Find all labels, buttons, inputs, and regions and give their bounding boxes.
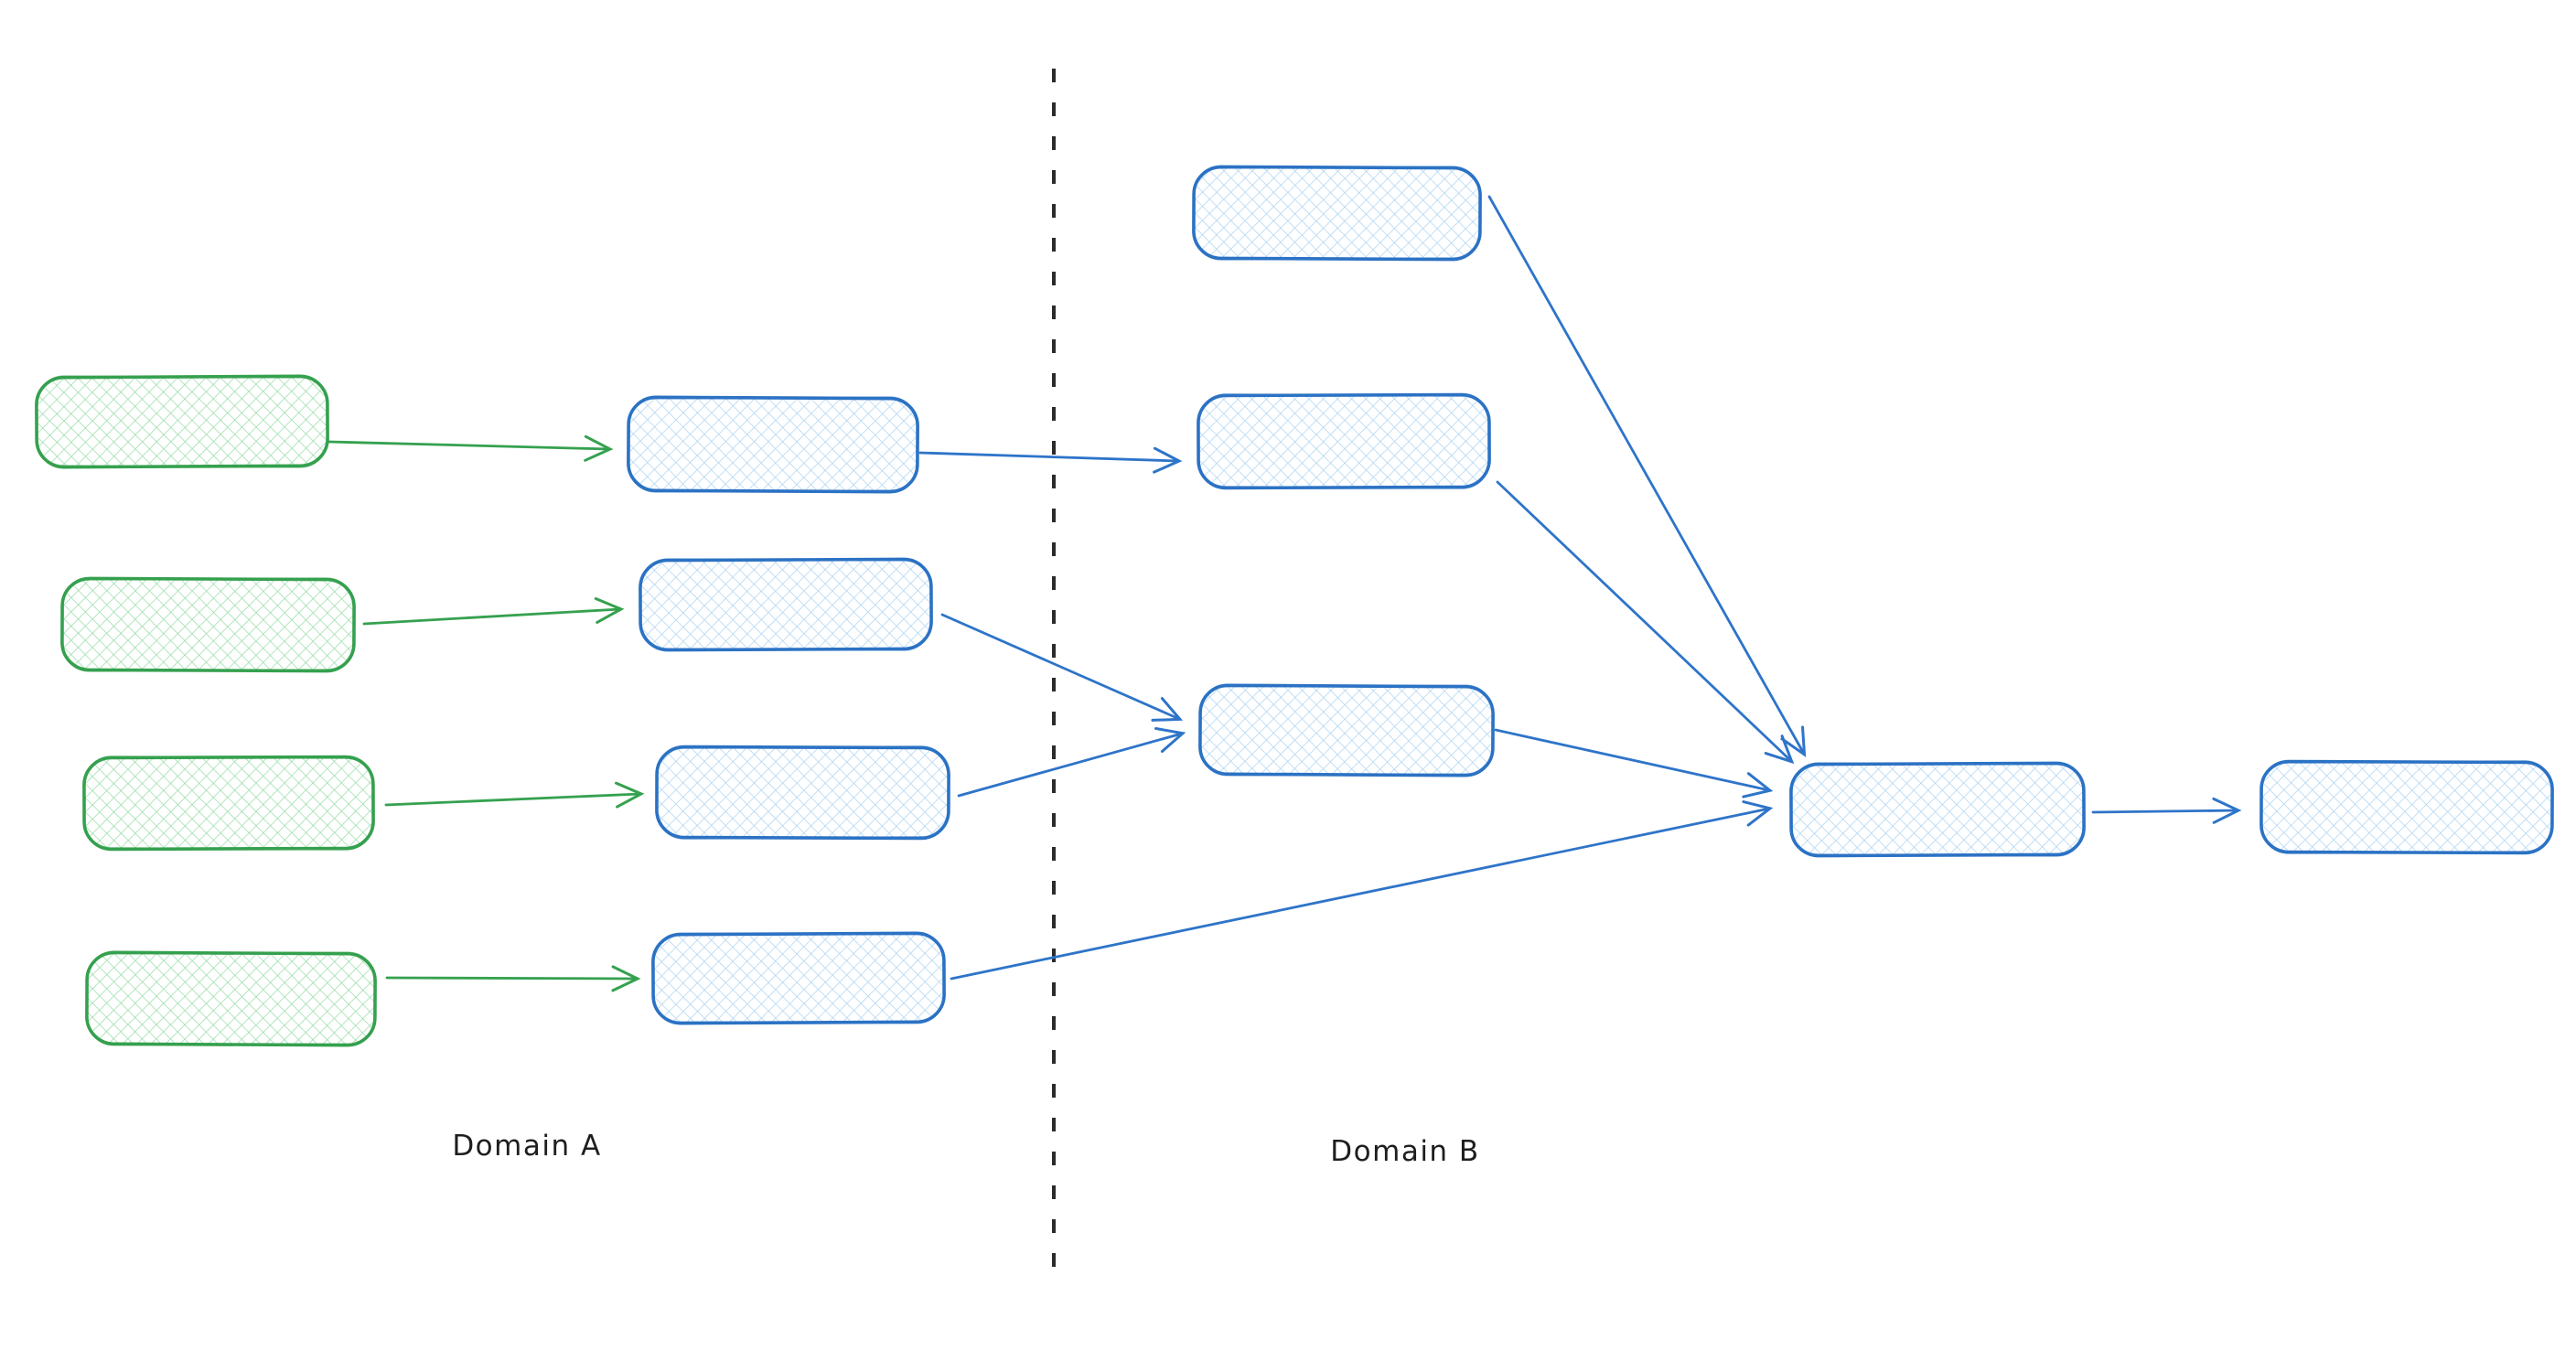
arrow-a-mid2-to-b-box3 bbox=[940, 613, 1184, 722]
arrow-a-src3-to-mid3 bbox=[384, 781, 645, 809]
arrow-b-box3-to-aggregator bbox=[1494, 728, 1774, 799]
arrow-aggregator-to-output bbox=[2091, 797, 2242, 824]
arrow-a-src4-to-mid4 bbox=[385, 965, 641, 992]
arrow-b-box2-to-aggregator bbox=[1496, 480, 1795, 765]
domain-b-box-2 bbox=[1197, 392, 1491, 490]
domain-b-aggregator-box bbox=[1789, 761, 2086, 858]
domain-b-label: Domain B bbox=[1330, 1135, 1479, 1168]
domain-a-label: Domain A bbox=[452, 1130, 601, 1163]
domain-b-output-box bbox=[2259, 759, 2554, 855]
arrow-a-mid4-to-aggregator bbox=[950, 800, 1774, 981]
arrow-a-mid3-to-b-box3 bbox=[957, 726, 1186, 798]
domain-a-mid-box-2 bbox=[639, 557, 933, 652]
domain-a-source-box-3 bbox=[82, 755, 375, 852]
domain-a-source-box-2 bbox=[60, 576, 356, 673]
domain-a-source-box-4 bbox=[85, 950, 377, 1047]
domain-b-box-3 bbox=[1198, 683, 1495, 777]
arrow-a-src2-to-mid2 bbox=[362, 597, 625, 626]
domain-b-box-1 bbox=[1192, 165, 1482, 262]
domain-a-source-box-1 bbox=[35, 374, 329, 469]
arrow-a-src1-to-mid1 bbox=[327, 434, 614, 462]
domain-a-mid-box-3 bbox=[655, 745, 950, 841]
arrow-a-mid1-to-b-box2 bbox=[918, 446, 1183, 474]
domain-a-mid-box-1 bbox=[627, 395, 919, 494]
arrow-b-box1-to-aggregator bbox=[1487, 195, 1807, 757]
domain-a-mid-box-4 bbox=[651, 931, 946, 1025]
